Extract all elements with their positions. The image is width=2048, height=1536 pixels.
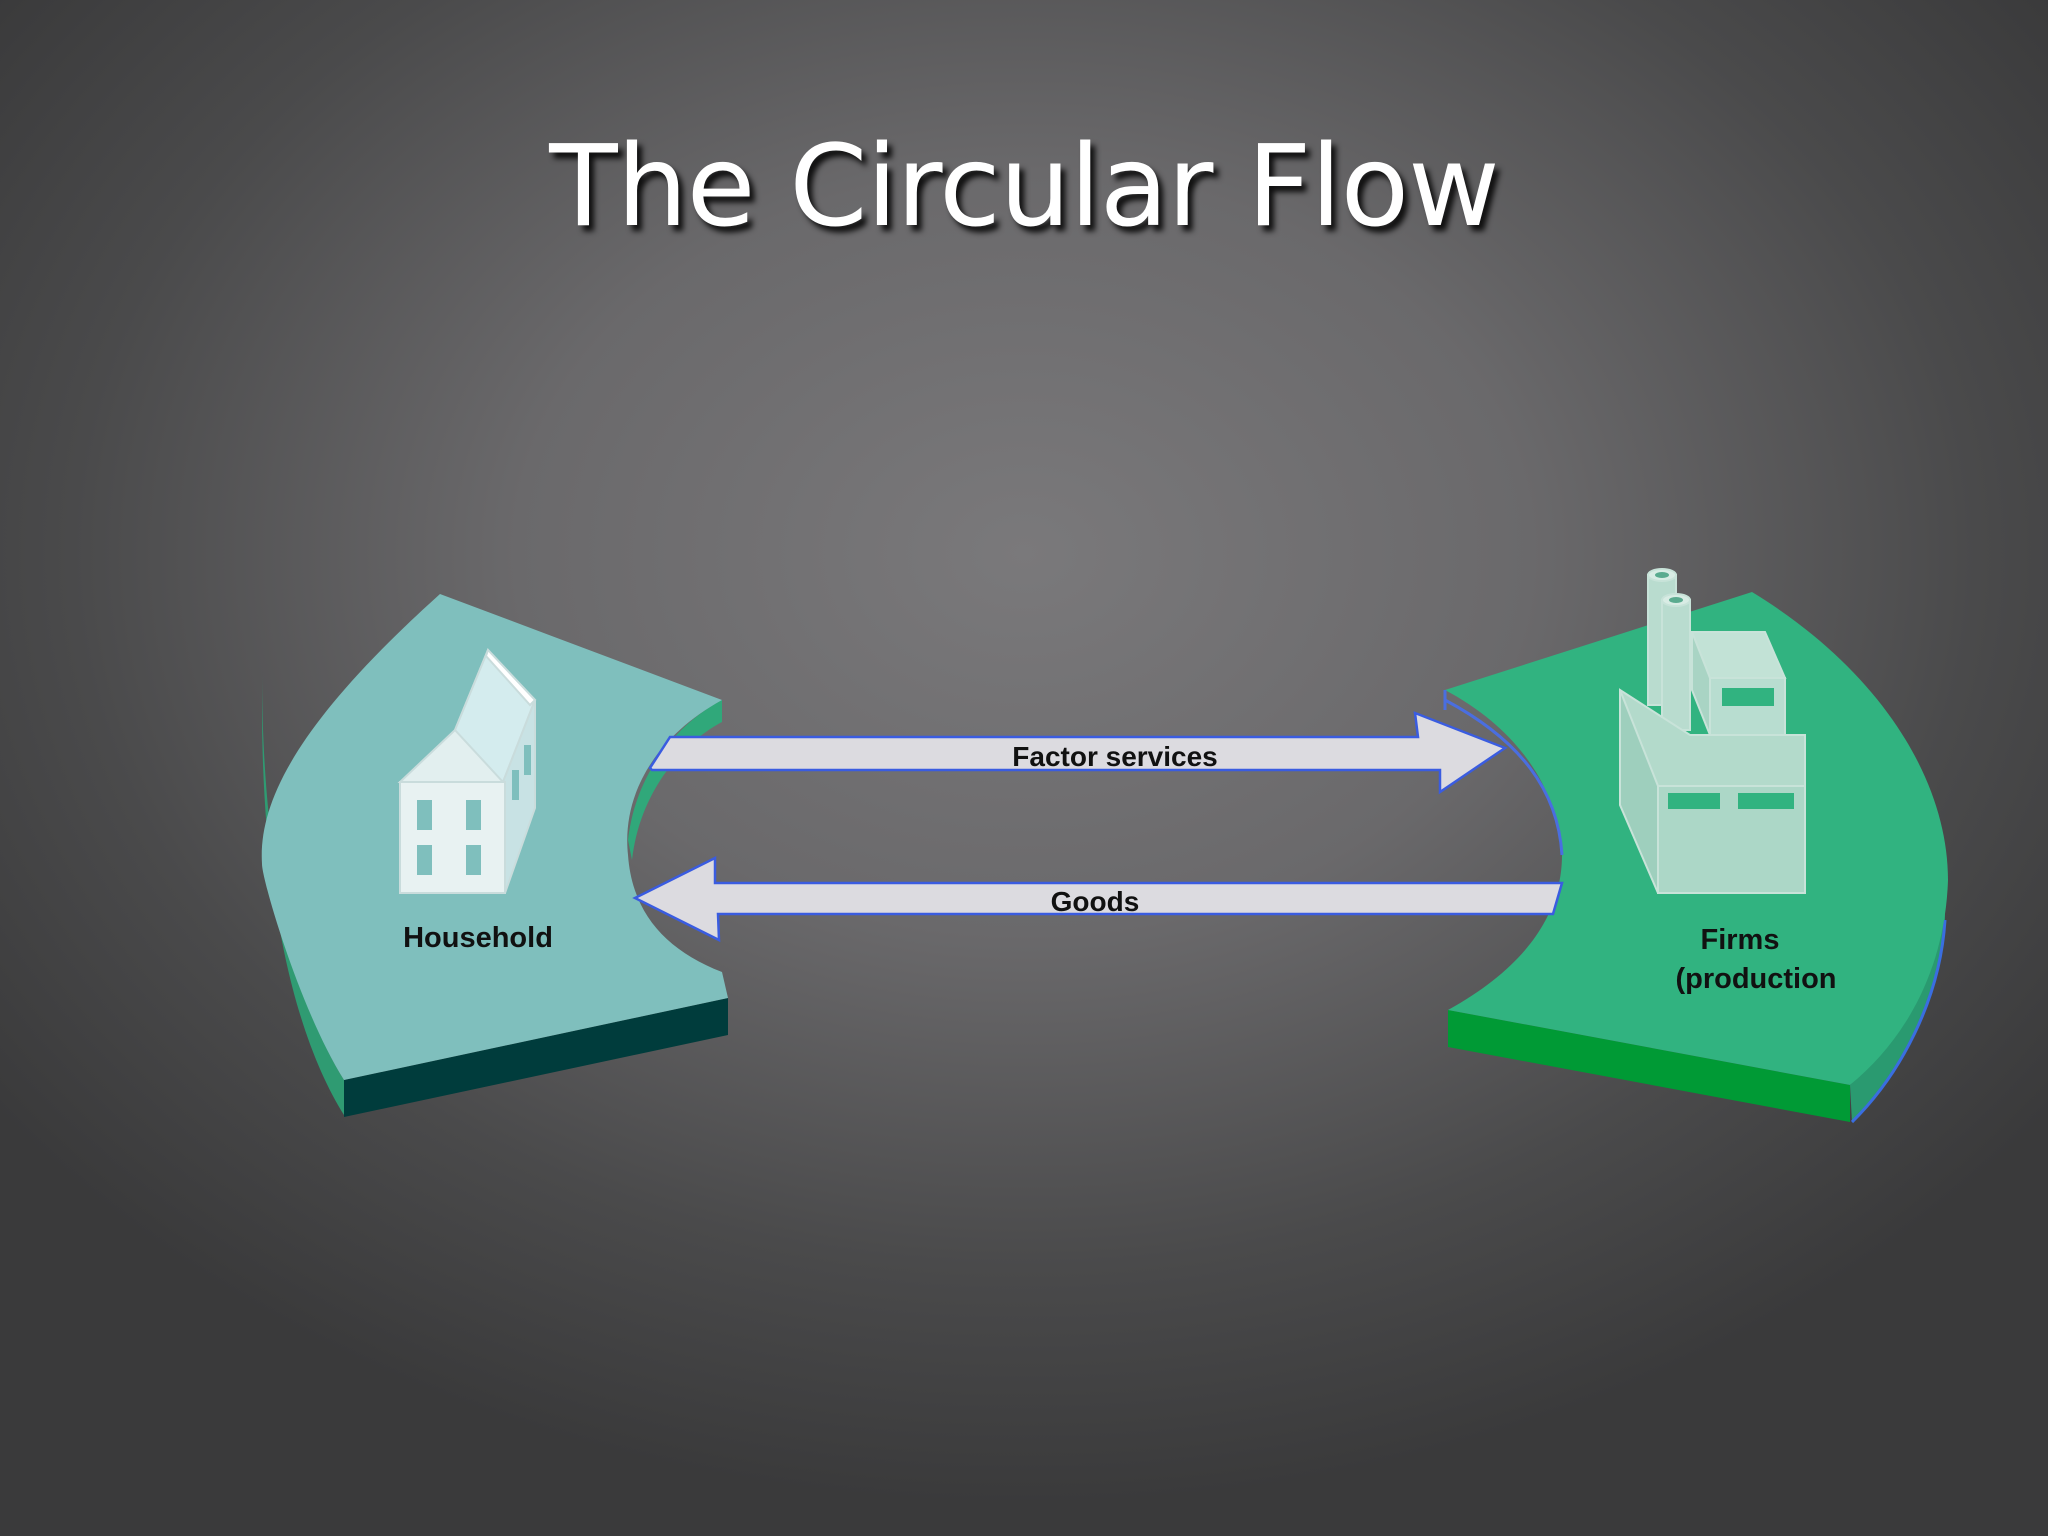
goods-label: Goods	[1051, 886, 1140, 917]
household-label: Household	[403, 922, 553, 954]
firms-label-line1: Firms	[1701, 924, 1780, 956]
house-icon	[397, 648, 537, 894]
firms-label-line2: (production	[1675, 963, 1836, 995]
factor-services-arrow: Factor services	[648, 711, 1508, 795]
factory-icon	[1619, 568, 1806, 894]
slide-title: The Circular Flow	[549, 122, 1499, 252]
goods-arrow: Goods	[632, 855, 1564, 943]
factor-services-label: Factor services	[1012, 741, 1217, 772]
